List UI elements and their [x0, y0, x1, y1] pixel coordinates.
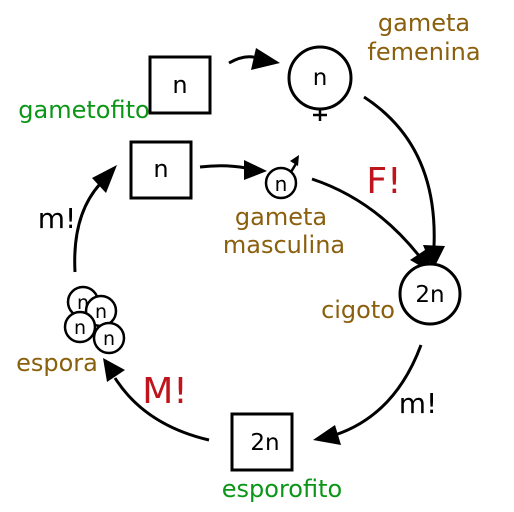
- arrowhead-gametophyte: [92, 165, 117, 193]
- female-gamete: n: [287, 45, 353, 121]
- stage-labels: gameta femenina gametofito gameta mascul…: [16, 9, 480, 503]
- spore-stage-label: espora: [16, 349, 98, 377]
- zygote-circle: [398, 262, 462, 326]
- arrowhead-male-gamete: [244, 160, 267, 180]
- sporophyte-label: 2n: [250, 430, 279, 456]
- sporophyte: 2n: [230, 412, 294, 472]
- arrowhead-sporophyte: [313, 425, 341, 445]
- zygote-stage-label: cigoto: [321, 296, 395, 324]
- female-gamete-stage-label-line1: gameta: [378, 9, 470, 37]
- gametophyte-middle-box: [129, 140, 193, 200]
- spore-label: n: [77, 292, 89, 314]
- arrow-zygote-to-sporophyte: [334, 344, 423, 437]
- spore-label: n: [103, 328, 115, 350]
- female-gamete-label: n: [313, 65, 328, 91]
- gametophyte-top: n: [148, 55, 212, 115]
- arrow-gametophyte-to-female-gamete: [228, 55, 258, 65]
- female-gamete-stage-label-line2: femenina: [367, 38, 480, 66]
- arrowhead-zygote-top: [423, 245, 445, 270]
- male-gamete-stage-label-line1: gameta: [235, 203, 327, 231]
- sporophyte-stage-label: esporofito: [222, 475, 342, 503]
- gametophyte-middle: n: [129, 140, 193, 200]
- male-symbol-icon: [289, 155, 299, 173]
- spore-circle: [63, 310, 97, 344]
- fertilization-label: F!: [366, 161, 401, 202]
- arrow-gametophyte-to-male-gamete: [199, 164, 247, 170]
- arrowhead-female-gamete: [251, 48, 280, 70]
- male-gamete-circle: [264, 166, 298, 200]
- arrowhead-spores: [103, 358, 125, 382]
- gametophyte-middle-label: n: [153, 155, 168, 183]
- female-symbol-icon: [313, 108, 327, 121]
- male-gamete: n: [264, 155, 299, 200]
- sporophyte-box: [230, 412, 294, 472]
- mitosis-label-left: m!: [38, 202, 77, 235]
- male-gamete-label: n: [275, 172, 288, 196]
- arrow-female-gamete-to-zygote: [363, 95, 436, 247]
- spore-label: n: [95, 301, 107, 323]
- spore-circle: [92, 321, 126, 355]
- spore-label: n: [74, 317, 86, 339]
- gametophyte-top-box: [148, 55, 212, 115]
- meiosis-label: M!: [142, 371, 188, 412]
- process-labels: F! M! m! m!: [38, 161, 438, 420]
- arrow-sporophyte-to-spores: [113, 377, 210, 442]
- male-gamete-stage-label-line2: masculina: [223, 231, 345, 259]
- zygote: 2n: [398, 262, 462, 326]
- arrow-spores-to-gametophyte: [73, 182, 102, 273]
- gametophyte-top-label: n: [172, 71, 187, 99]
- gametophyte-stage-label: gametofito: [18, 96, 149, 124]
- spore-cluster: n n n n: [63, 285, 126, 355]
- arrow-male-gamete-to-zygote: [311, 177, 422, 258]
- mitosis-label-right: m!: [399, 387, 438, 420]
- zygote-label: 2n: [415, 282, 444, 308]
- cycle-arrows: [73, 48, 445, 445]
